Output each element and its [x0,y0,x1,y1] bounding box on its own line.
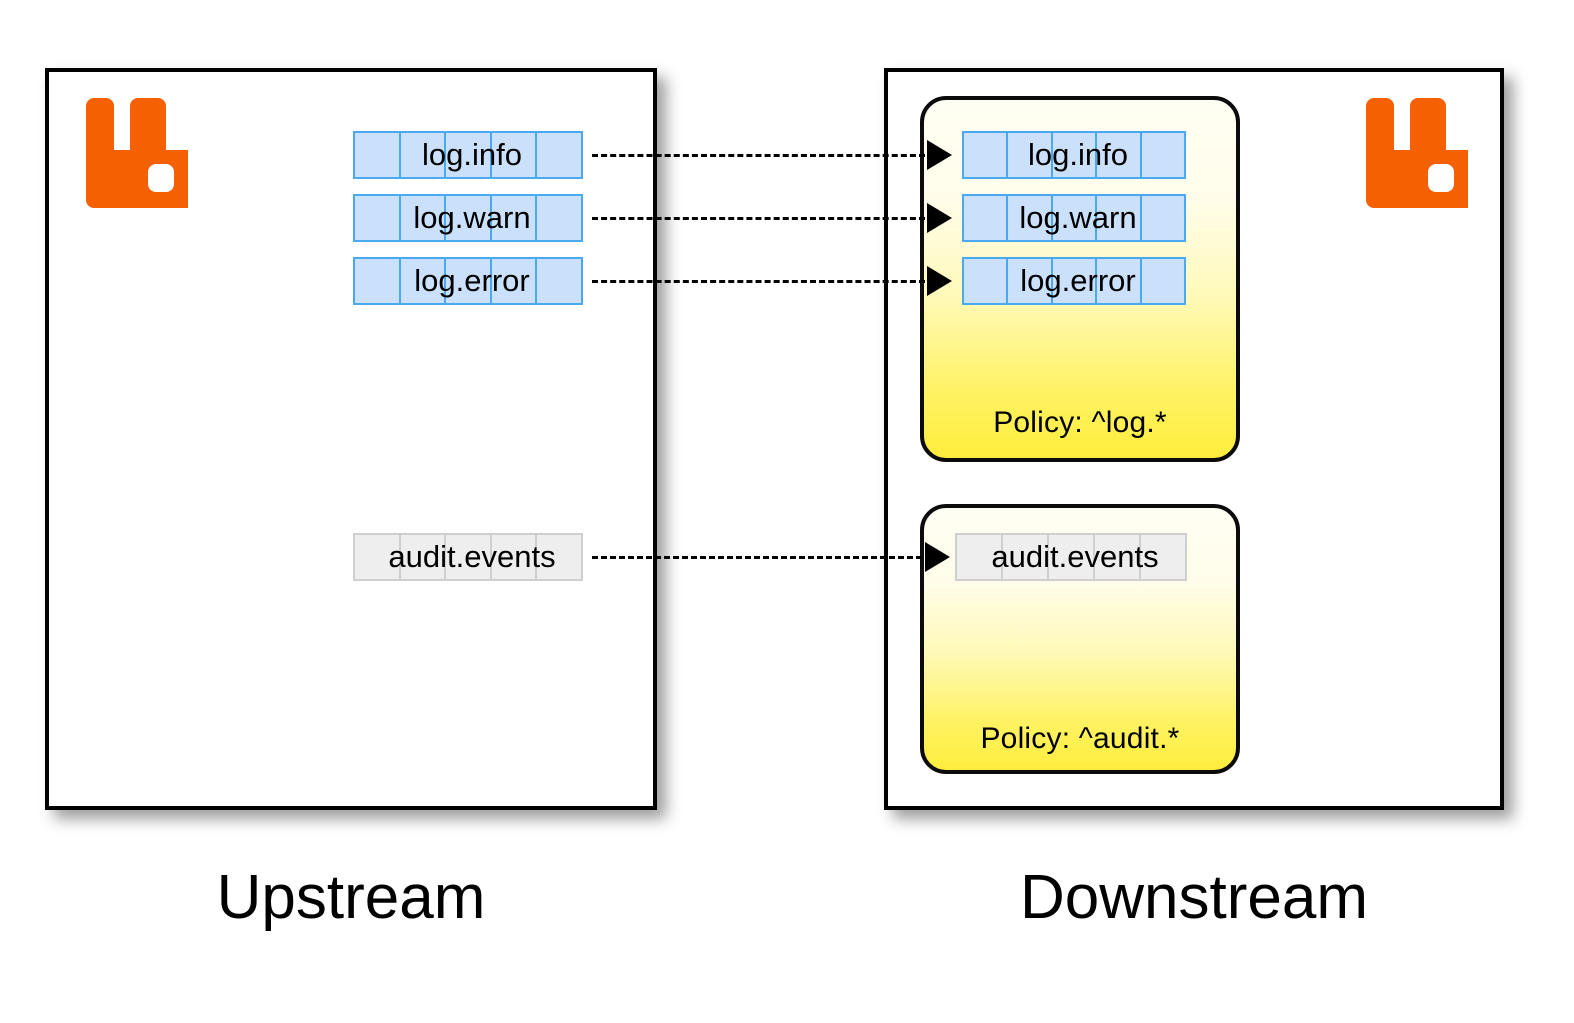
queue-cell [444,533,492,581]
federation-link-audit-events [592,556,922,559]
queue-log-error-upstream[interactable]: log.error [353,257,591,305]
queue-cell [489,533,538,581]
policy-label-log: Policy: ^log.* [993,406,1167,439]
queue-cell [1093,533,1141,581]
queue-log-error-downstream[interactable]: log.error [962,257,1194,305]
queue-cell [353,257,401,305]
queue-cell [398,194,447,242]
downstream-caption: Downstream [1020,863,1368,932]
queue-cell [1139,131,1186,179]
queue-cell [535,131,583,179]
rabbitmq-logo-icon [1356,90,1476,213]
queue-cell [353,131,401,179]
queue-cell [962,194,1009,242]
queue-cell [1095,257,1142,305]
queue-cell [1047,533,1095,581]
queue-cell [1001,533,1049,581]
queue-cell [535,533,583,581]
rabbitmq-logo-icon [76,90,196,213]
queue-log-info-downstream[interactable]: log.info [962,131,1194,179]
queue-cell [1139,533,1187,581]
queue-cell [489,131,538,179]
queue-cell [1095,194,1142,242]
upstream-caption: Upstream [216,863,486,932]
queue-cell [1139,194,1186,242]
queue-cell [353,533,401,581]
federation-link-log-error [592,280,925,283]
arrow-right-icon [925,542,950,572]
policy-label-audit: Policy: ^audit.* [980,722,1180,755]
queue-cell [489,257,538,305]
queue-cell [398,533,447,581]
queue-cell [1095,131,1142,179]
arrow-right-icon [927,266,952,296]
queue-log-warn-downstream[interactable]: log.warn [962,194,1194,242]
queue-cell [489,194,538,242]
queue-cell [1050,194,1098,242]
federation-link-log-info [592,154,925,157]
federation-link-log-warn [592,217,925,220]
queue-cell [962,131,1009,179]
queue-log-warn-upstream[interactable]: log.warn [353,194,591,242]
queue-log-info-upstream[interactable]: log.info [353,131,591,179]
arrow-right-icon [927,203,952,233]
queue-cell [535,257,583,305]
queue-cell [353,194,401,242]
queue-cell [1050,257,1098,305]
queue-cell [1139,257,1186,305]
queue-cell [444,194,492,242]
queue-cell [398,131,447,179]
queue-audit-events-downstream[interactable]: audit.events [955,533,1195,581]
queue-cell [398,257,447,305]
queue-audit-events-upstream[interactable]: audit.events [353,533,591,581]
queue-cell [962,257,1009,305]
queue-cell [444,131,492,179]
queue-cell [1006,257,1053,305]
queue-cell [535,194,583,242]
queue-cell [1006,194,1053,242]
queue-cell [1050,131,1098,179]
arrow-right-icon [927,140,952,170]
queue-cell [1006,131,1053,179]
queue-cell [444,257,492,305]
queue-cell [955,533,1003,581]
